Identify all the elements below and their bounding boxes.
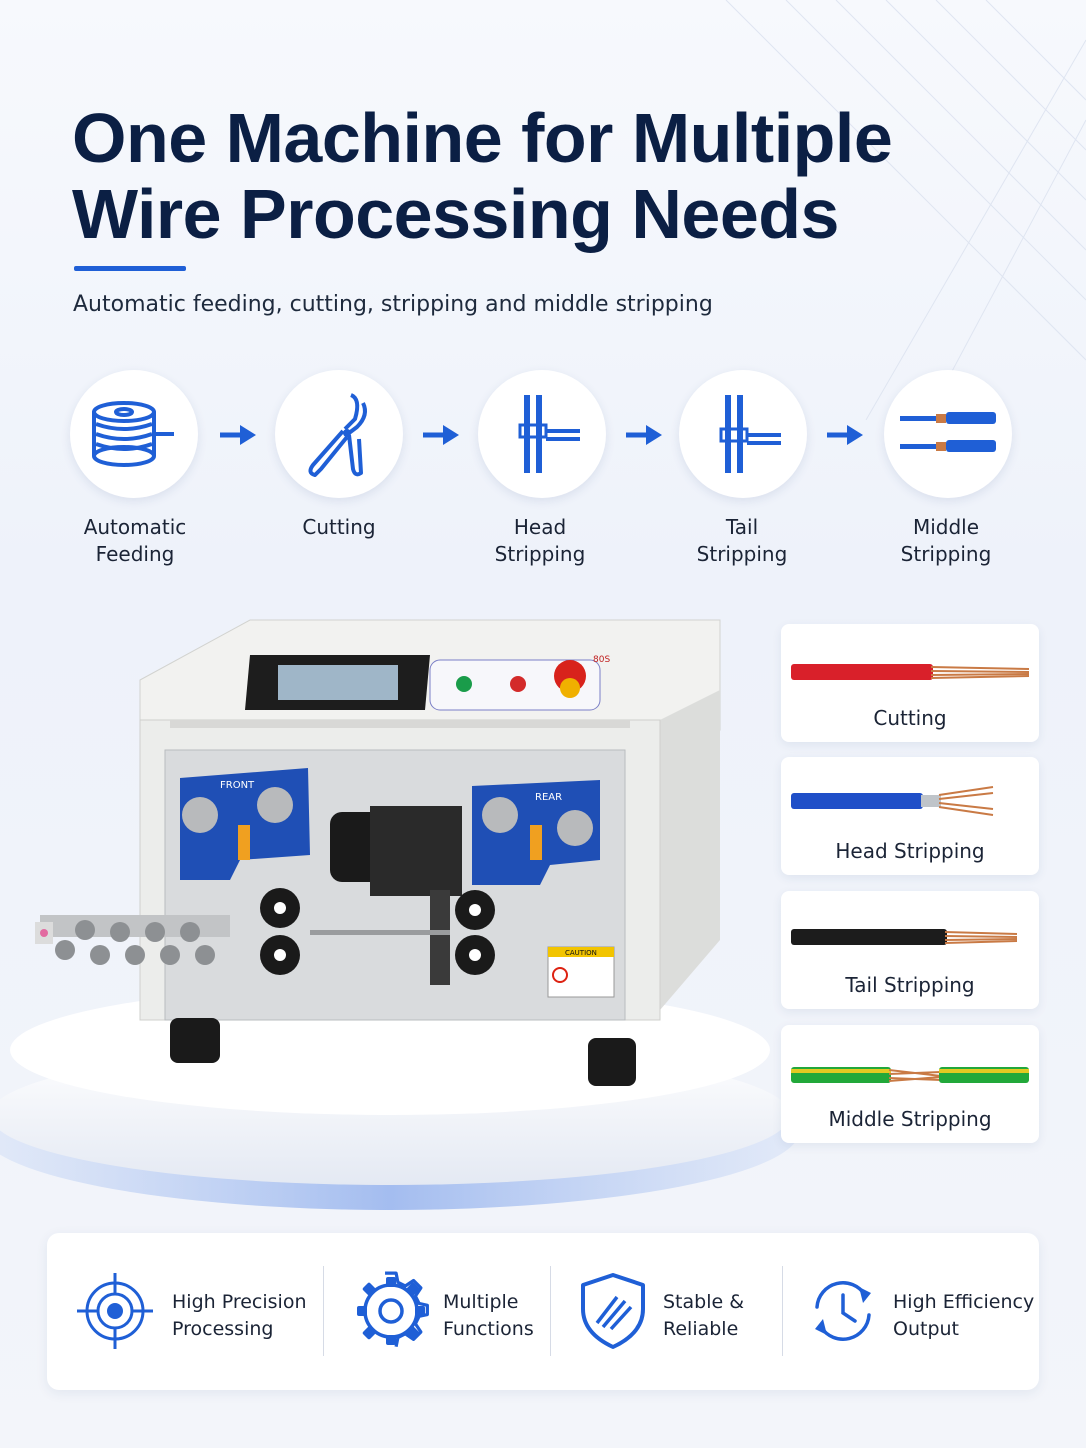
feature-multiple-functions: Multiple Functions	[443, 1291, 534, 1340]
arrow-right-icon	[827, 425, 863, 445]
title-line-2: Wire Processing Needs	[72, 175, 839, 253]
cut-wire-icon	[791, 664, 1030, 680]
step-tail-stripping	[679, 370, 807, 498]
feature-divider	[782, 1266, 783, 1356]
feature-high-efficiency: High Efficiency Output	[893, 1291, 1035, 1340]
step-middle-stripping	[884, 370, 1012, 498]
shield-icon	[581, 1273, 645, 1349]
result-card-tail-stripping: Tail Stripping	[781, 891, 1039, 1009]
feature-divider	[323, 1266, 324, 1356]
arrow-right-icon	[423, 425, 459, 445]
arrow-right-icon	[220, 425, 256, 445]
step-label-automatic-feeding: Automatic Feeding	[83, 515, 187, 566]
result-card-head-stripping: Head Stripping	[781, 757, 1039, 875]
wire-spool-icon	[92, 401, 174, 467]
title-line-1: One Machine for Multiple	[72, 99, 893, 177]
result-card-cutting: Cutting	[781, 624, 1039, 742]
model-label: 80S	[593, 655, 610, 665]
middle-stripping-icon	[900, 412, 996, 452]
page-title: One Machine for Multiple Wire Processing…	[72, 100, 972, 252]
middle-stripped-wire-icon	[791, 1067, 1029, 1083]
target-icon	[77, 1273, 153, 1349]
arrow-right-icon	[626, 425, 662, 445]
step-head-stripping	[478, 370, 606, 498]
head-stripped-wire-icon	[791, 786, 994, 816]
wire-straightener	[35, 915, 230, 965]
result-card-label: Middle Stripping	[828, 1107, 992, 1131]
step-automatic-feeding	[70, 370, 198, 498]
wire-cutter-icon	[308, 393, 367, 477]
result-card-label: Cutting	[873, 706, 947, 730]
result-card-label: Head Stripping	[835, 839, 985, 863]
step-label-middle-stripping: Middle Stripping	[900, 515, 992, 566]
stop-button[interactable]	[510, 676, 526, 692]
touch-screen	[245, 655, 430, 710]
tail-stripped-wire-icon	[791, 929, 1018, 945]
features-bar: High Precision Processing Multiple Funct…	[47, 1233, 1039, 1390]
clock-cycle-icon	[815, 1281, 871, 1341]
step-label-head-stripping: Head Stripping	[494, 515, 586, 566]
wire-stripping-machine: 80S FRONT REAR CAUTION	[35, 619, 721, 1086]
result-card-middle-stripping: Middle Stripping	[781, 1025, 1039, 1143]
front-label: FRONT	[220, 780, 255, 791]
tail-stripping-icon	[719, 395, 781, 473]
step-label-cutting: Cutting	[302, 515, 376, 539]
start-button[interactable]	[456, 676, 472, 692]
caution-label: CAUTION	[565, 949, 597, 957]
feature-high-precision: High Precision Processing	[172, 1291, 307, 1340]
rear-label: REAR	[535, 792, 562, 803]
feature-divider	[550, 1266, 551, 1356]
result-card-label: Tail Stripping	[845, 973, 975, 997]
step-label-tail-stripping: Tail Stripping	[696, 515, 788, 566]
head-stripping-icon	[518, 395, 580, 473]
feature-stable-reliable: Stable & Reliable	[663, 1291, 745, 1340]
subtitle: Automatic feeding, cutting, stripping an…	[73, 292, 713, 317]
step-cutting	[275, 370, 403, 498]
title-underline	[74, 266, 186, 271]
gear-icon	[357, 1271, 429, 1348]
